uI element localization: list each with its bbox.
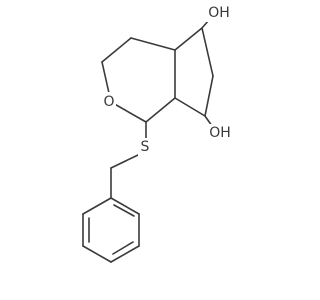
double-bond [112,241,134,255]
bond [204,75,214,117]
bond [110,197,140,215]
bond [174,97,206,117]
molecule-structure: O S OH OH [82,4,234,263]
atom-hydroxyl-bottom: OH [206,124,234,142]
bond [201,27,214,77]
benzyl-thio-chain [110,121,147,199]
bond [82,197,112,215]
bond [82,245,112,263]
atom-sulfur: S [138,138,152,156]
bond [145,97,176,123]
sulfur-label: S [141,139,150,155]
ring-oxygen-label: O [103,94,114,110]
bond [174,27,203,51]
atom-hydroxyl-top: OH [205,4,233,22]
cyclopentane-ring [174,27,214,117]
bond [110,101,147,123]
atom-ring-oxygen: O [102,92,116,110]
bond [130,37,176,51]
hydroxyl-top-label: OH [208,5,230,21]
benzene-ring [82,197,140,263]
bond [101,37,132,63]
bond [110,154,139,169]
double-bond [113,204,135,217]
bond [110,245,140,263]
hydroxyl-bottom-label: OH [209,125,231,141]
